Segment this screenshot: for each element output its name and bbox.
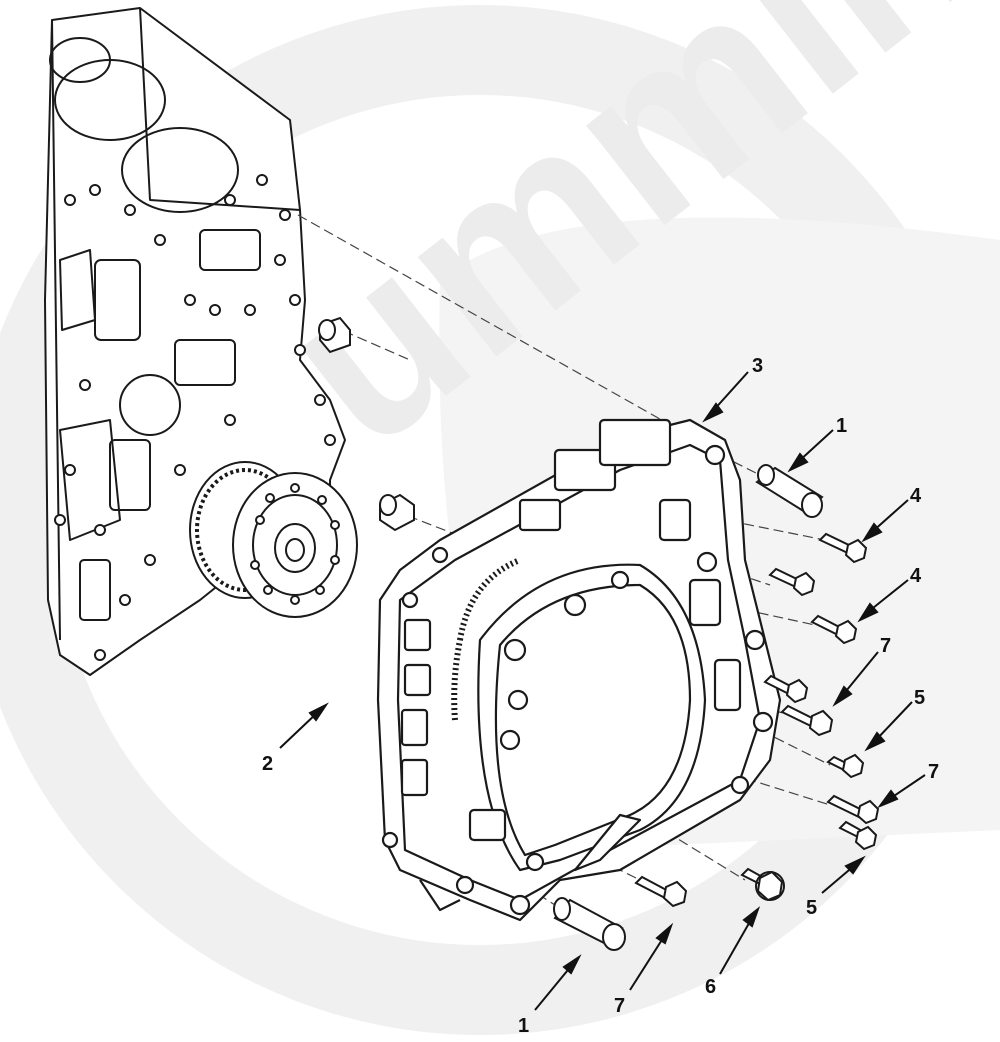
- callout-arrows: [279, 371, 926, 1011]
- capscrews: [634, 532, 880, 908]
- callout-4-mid: 4: [910, 565, 922, 587]
- capscrew-4b: [810, 614, 858, 645]
- dowel-pin-upper: [379, 493, 415, 532]
- callout-6: 6: [705, 976, 716, 998]
- dowel-sleeve-bottom: [553, 897, 626, 951]
- callout-1-bottom: 1: [518, 1015, 529, 1037]
- callout-7-mid: 7: [928, 761, 939, 783]
- capscrew-4a: [818, 532, 868, 564]
- capscrew-7a: [780, 704, 834, 737]
- callout-7-bottom: 7: [614, 995, 625, 1017]
- capscrew-5b: [838, 820, 878, 851]
- callout-labels: 3 1 4 4 7 5 7 5 6 7 1 2: [262, 355, 939, 1037]
- callout-4-top: 4: [910, 485, 922, 507]
- gear-housing: [376, 418, 782, 922]
- engine-block: [44, 7, 358, 676]
- callout-5-bottom: 5: [806, 897, 817, 919]
- dowel-pin: [318, 316, 351, 354]
- capscrew-7b: [826, 794, 880, 825]
- capscrew-upper-2: [763, 674, 809, 704]
- callout-1-top: 1: [836, 415, 847, 437]
- callout-2: 2: [262, 753, 273, 775]
- capscrew-7c: [634, 875, 688, 908]
- capscrew-upper-1: [768, 567, 816, 597]
- callout-7-top: 7: [880, 635, 891, 657]
- capscrew-5a: [826, 753, 865, 779]
- cam-gear: [189, 461, 358, 618]
- callout-5-top: 5: [914, 687, 925, 709]
- dowel-sleeve-top: [755, 464, 824, 518]
- callout-3: 3: [752, 355, 763, 377]
- capscrew-6: [740, 867, 785, 902]
